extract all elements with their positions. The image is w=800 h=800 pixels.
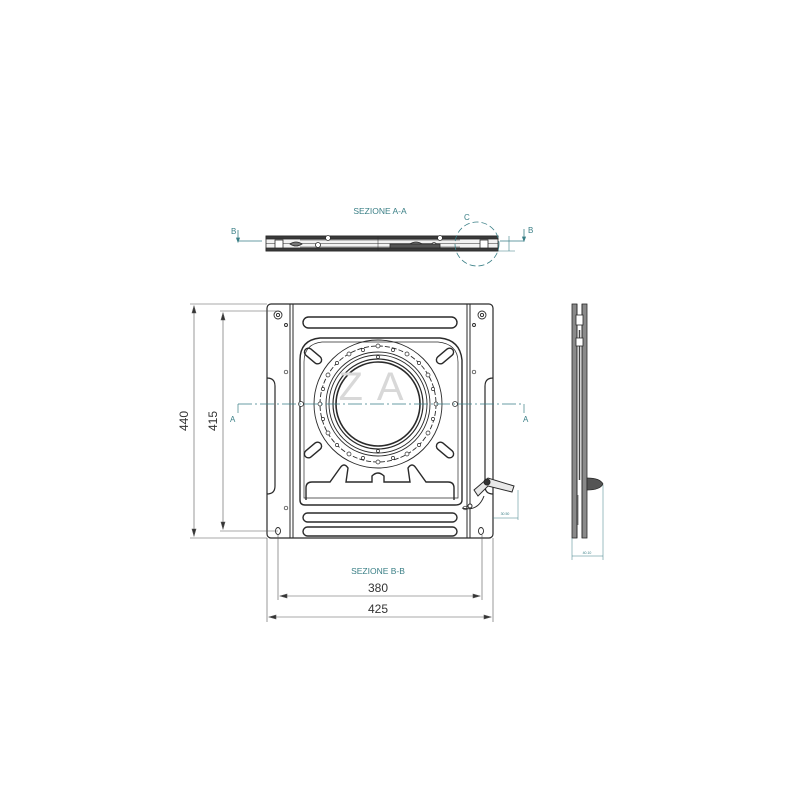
plan-view: ZA A A 30.50 <box>230 303 529 539</box>
diagonal-slots <box>303 347 455 459</box>
cut-label-a-left: A <box>230 415 236 424</box>
dimension-lines <box>190 303 494 622</box>
bottom-bays <box>305 464 455 500</box>
section-bb-title: SEZIONE B-B <box>351 566 405 576</box>
dim-overall-height: 440 <box>177 411 191 431</box>
watermark: ZA <box>338 365 417 409</box>
bottom-slot-1 <box>302 512 458 523</box>
inner-frame <box>299 337 463 506</box>
side-thickness-dim-lines <box>571 485 604 560</box>
side-thickness-dim: 40.10 <box>583 551 592 555</box>
side-view <box>571 303 604 539</box>
bottom-slot-2 <box>302 526 458 537</box>
plate-outline <box>266 303 494 539</box>
top-slot <box>302 316 458 329</box>
cut-label-b-left: B <box>231 227 236 236</box>
cut-label-b-right: B <box>528 226 533 235</box>
release-lever <box>461 477 515 510</box>
cut-marker-b-left <box>235 230 262 244</box>
cut-label-a-right: A <box>523 415 529 424</box>
dim-inner-width: 380 <box>368 581 388 595</box>
ring-holes <box>283 343 477 511</box>
small-dimension <box>498 236 515 252</box>
handle-offset-dim: 30.50 <box>501 512 510 516</box>
section-aa-profile <box>265 235 499 252</box>
dim-inner-height: 415 <box>206 411 220 431</box>
detail-label-c: C <box>464 213 470 222</box>
section-aa-title: SEZIONE A-A <box>353 206 407 216</box>
section-line-aa <box>237 403 525 413</box>
section-aa-view: SEZIONE A-A B B <box>231 206 533 267</box>
dim-overall-width: 425 <box>368 602 388 616</box>
detail-circle-c <box>454 221 500 267</box>
cut-marker-b-right <box>500 229 527 243</box>
